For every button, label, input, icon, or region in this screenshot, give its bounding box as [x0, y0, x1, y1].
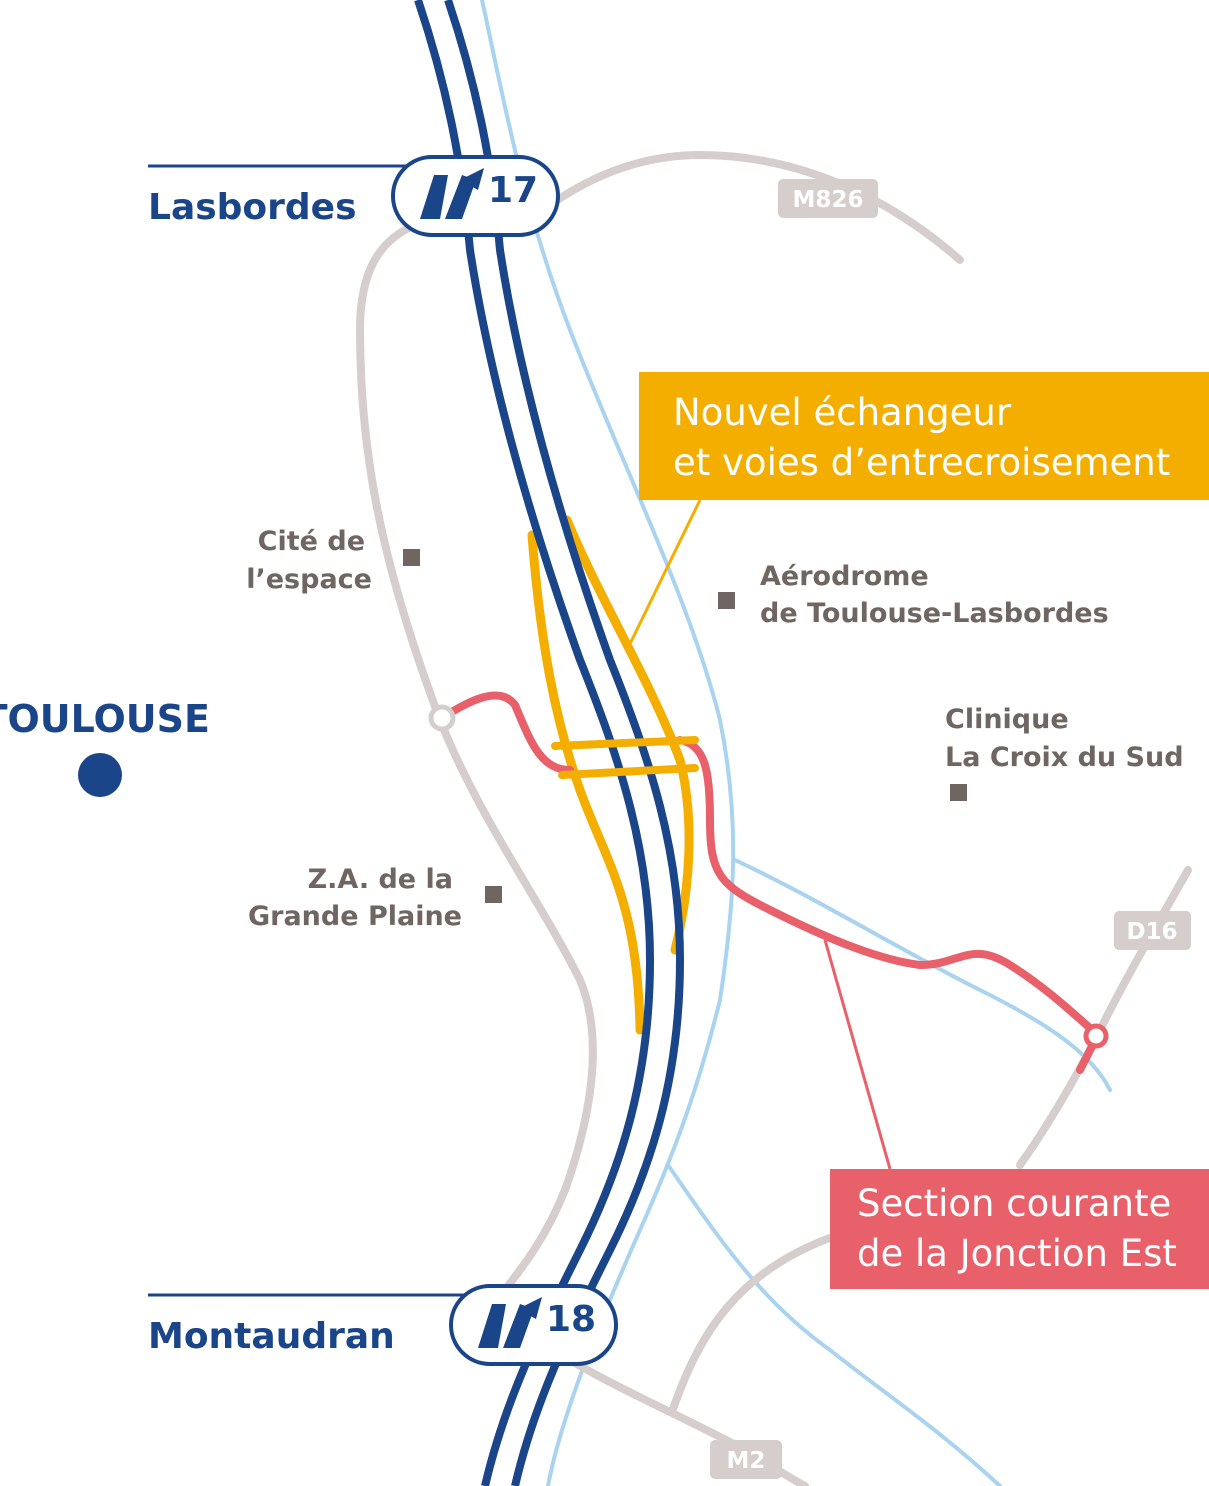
jonction-main: [676, 736, 1104, 1074]
exit-17-name: Lasbordes: [148, 187, 357, 228]
place-za-grande-plaine: Z.A. de la Grande Plaine: [248, 864, 502, 932]
place-aerodrome: Aérodrome de Toulouse-Lasbordes: [718, 561, 1109, 629]
exit-18-name: Montaudran: [148, 1316, 395, 1357]
river-lines: [480, 0, 1112, 1486]
road-west-loop: [355, 221, 597, 1294]
road-tag-m2-bg: [710, 1440, 782, 1479]
place-aerodrome-marker: [718, 592, 735, 609]
jonction-west-link: [438, 691, 574, 774]
place-aerodrome-line1: Aérodrome: [760, 561, 929, 592]
leader-new-interchange: [625, 499, 702, 651]
callout-main-section: Section courante de la Jonction Est: [830, 1169, 1209, 1289]
road-tag-m2-label: M2: [727, 1448, 766, 1474]
road-tag-m826-label: M826: [793, 187, 864, 213]
callout-new-interchange-line2: et voies d’entrecroisement: [673, 441, 1171, 484]
exit-17-icon: [420, 168, 484, 219]
place-cite-espace-marker: [403, 549, 420, 566]
crossbar-north: [551, 736, 699, 750]
road-tag-d16: D16: [1114, 911, 1191, 950]
place-za-line2: Grande Plaine: [248, 901, 462, 932]
city-name: TOULOUSE: [0, 697, 210, 741]
place-za-line1: Z.A. de la: [308, 864, 453, 895]
callout-new-interchange: Nouvel échangeur et voies d’entrecroisem…: [639, 372, 1209, 500]
roundabout-d16: [1083, 1023, 1109, 1049]
road-tag-d16-bg: [1114, 911, 1191, 950]
leader-main-section: [823, 939, 892, 1170]
ramp-west: [527, 530, 645, 1035]
exit-montaudran: Montaudran 18: [148, 1284, 618, 1366]
place-za-marker: [485, 886, 502, 903]
crossbar-south: [558, 764, 699, 779]
ramp-east: [562, 515, 694, 955]
callout-new-interchange-line1: Nouvel échangeur: [673, 391, 1012, 434]
river-south-branch: [666, 1163, 1002, 1486]
road-m2: [566, 1356, 809, 1486]
exit-18-icon: [478, 1297, 542, 1348]
road-m826: [546, 150, 964, 264]
place-clinique-line2: La Croix du Sud: [945, 742, 1184, 773]
callout-main-section-line2: de la Jonction Est: [857, 1232, 1177, 1275]
jonction-est: [438, 691, 1104, 1074]
road-tag-m826: M826: [778, 179, 878, 218]
road-tag-d16-label: D16: [1126, 919, 1177, 945]
place-cite-espace: Cité de l’espace: [246, 526, 420, 595]
exit-17-number: 17: [488, 170, 538, 211]
road-tag-m2: M2: [710, 1440, 782, 1479]
interchange-crossbars: [551, 736, 699, 779]
interchange-ramps: [527, 515, 694, 1035]
place-clinique-line1: Clinique: [945, 704, 1069, 735]
road-south-link: [668, 1232, 839, 1416]
city-marker: [78, 753, 122, 797]
place-aerodrome-line2: de Toulouse-Lasbordes: [760, 598, 1109, 629]
river-main: [480, 0, 736, 1486]
exit-18-number: 18: [546, 1299, 596, 1340]
road-tag-m826-bg: [778, 179, 878, 218]
place-cite-espace-line2: l’espace: [246, 564, 372, 595]
place-cite-espace-line1: Cité de: [258, 526, 365, 557]
roundabout-west: [428, 704, 456, 732]
place-clinique-marker: [950, 784, 967, 801]
river-east-branch: [733, 858, 1112, 1092]
exit-lasbordes: Lasbordes 17: [148, 155, 560, 237]
place-clinique: Clinique La Croix du Sud: [945, 704, 1184, 801]
callout-main-section-line1: Section courante: [857, 1182, 1172, 1225]
